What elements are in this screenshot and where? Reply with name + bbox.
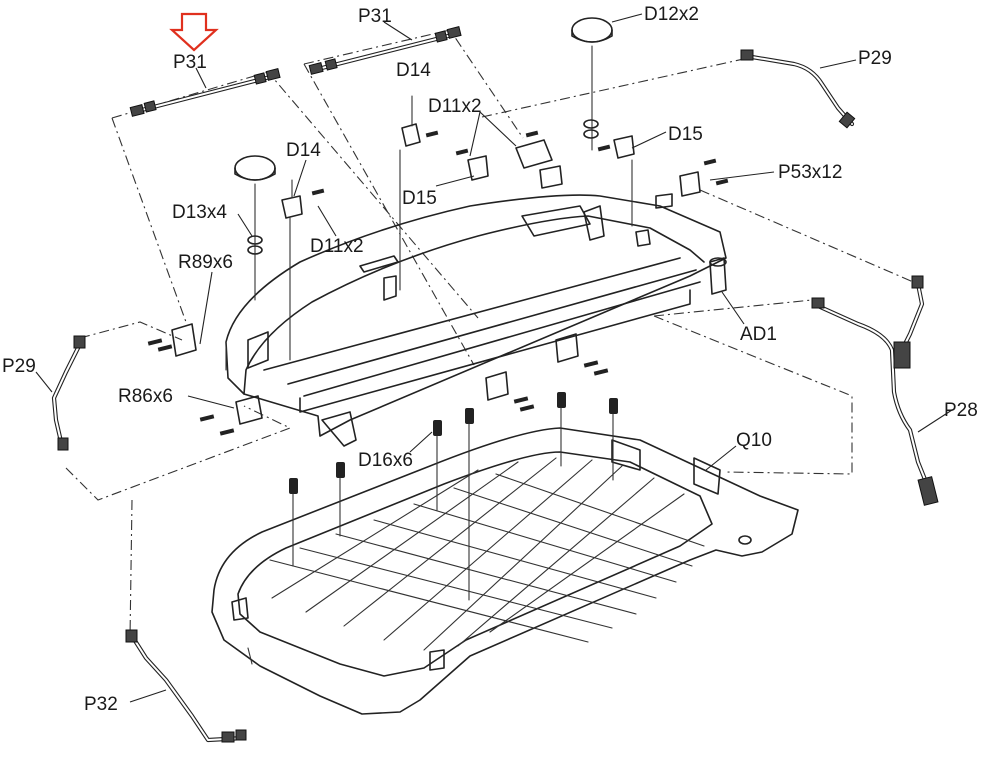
label-d15-center: D15	[402, 188, 437, 209]
label-d11x2-left: D11x2	[310, 236, 364, 257]
pipe-p31-left	[129, 68, 281, 117]
label-p28: P28	[944, 400, 978, 421]
leader-lines	[35, 13, 953, 703]
red-arrow-indicator	[169, 12, 219, 52]
label-p53x12: P53x12	[778, 162, 842, 183]
label-p31-left: P31	[173, 52, 207, 73]
tray-q10	[211, 427, 799, 715]
label-p32: P32	[84, 694, 118, 715]
label-d12x2: D12x2	[644, 4, 699, 25]
pipe-p31-top	[308, 26, 462, 75]
pipe-p28	[811, 275, 939, 506]
label-p29-right: P29	[858, 48, 892, 69]
pipe-p29-right	[740, 49, 856, 129]
label-q10: Q10	[736, 430, 772, 451]
label-d16x6: D16x6	[358, 450, 413, 471]
pipe-p29-left	[51, 335, 86, 451]
knob-d12-top	[571, 17, 613, 151]
brackets	[171, 95, 701, 425]
d16-studs	[289, 392, 618, 601]
label-p31-top: P31	[358, 6, 392, 27]
label-r89x6: R89x6	[178, 252, 233, 273]
callout-labels: P31 P31 D12x2 P29 D14 D11x2 D15 D14 P53x…	[2, 4, 978, 715]
label-r86x6: R86x6	[118, 386, 173, 407]
label-p29-left: P29	[2, 356, 36, 377]
frame-assembly	[225, 194, 727, 447]
label-ad1: AD1	[740, 324, 777, 345]
label-d14-top: D14	[396, 60, 431, 81]
label-d15-right: D15	[668, 124, 703, 145]
label-d14-left: D14	[286, 140, 321, 161]
pipe-p32	[125, 629, 247, 743]
label-d11x2-top: D11x2	[428, 96, 482, 117]
label-d13x4: D13x4	[172, 202, 227, 223]
knob-d12-left	[234, 155, 276, 301]
screws	[147, 130, 729, 436]
